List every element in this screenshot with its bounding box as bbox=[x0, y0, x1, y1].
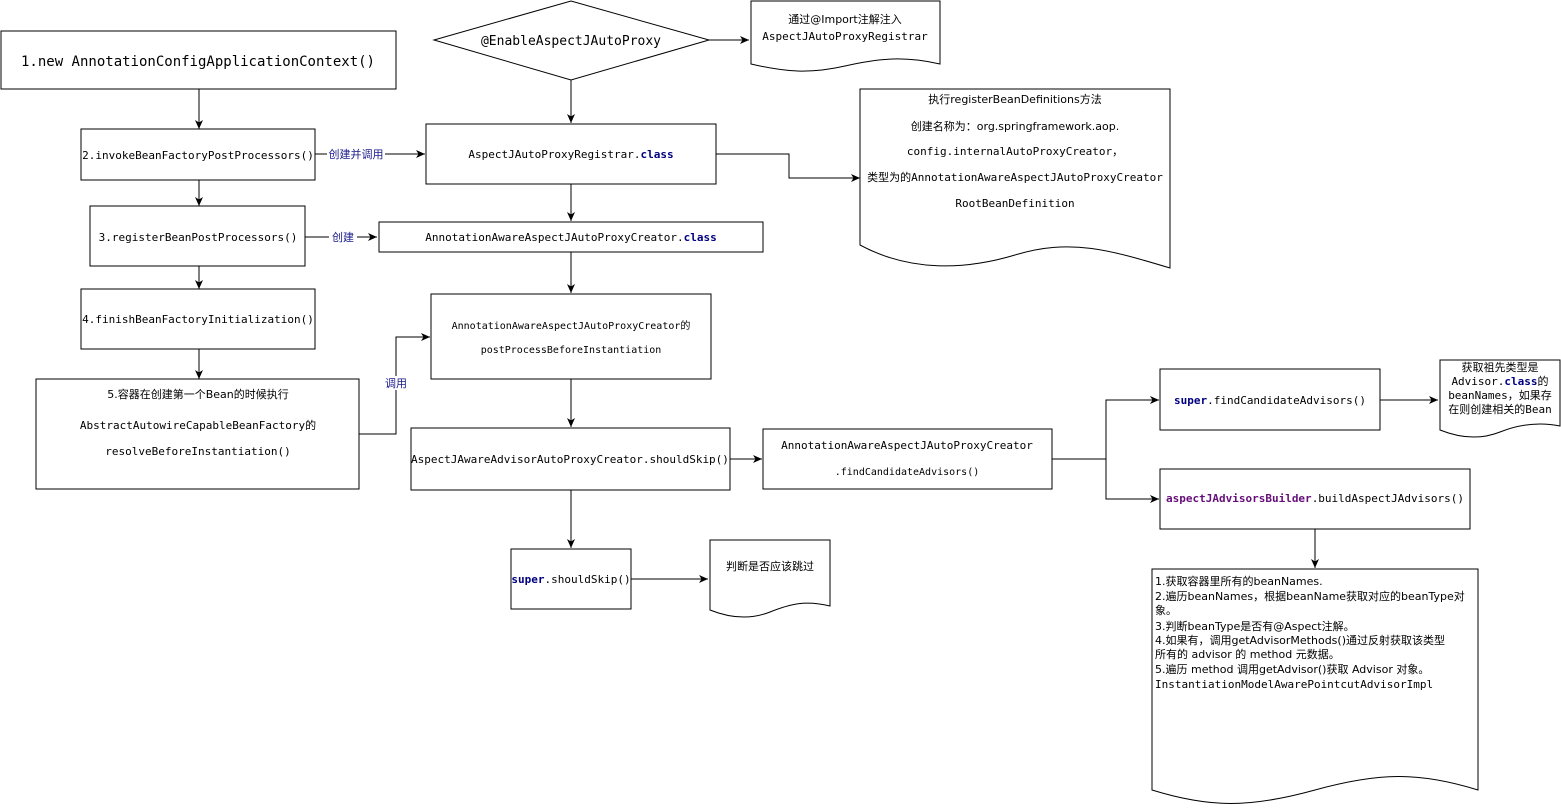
note-import-registrar: 通过@Import注解注入 AspectJAutoProxyRegistrar bbox=[750, 0, 941, 72]
node-label: 5.容器在创建第一个Bean的时候执行 bbox=[107, 387, 289, 401]
node-label: 3.registerBeanPostProcessors() bbox=[99, 231, 298, 244]
edge-label-text: 创建并调用 bbox=[329, 147, 384, 161]
note-line: 2.遍历beanNames，根据beanName获取对应的beanType对 bbox=[1155, 589, 1465, 603]
node-label: 4.finishBeanFactoryInitialization() bbox=[82, 313, 314, 326]
node-should-skip: AspectJAwareAdvisorAutoProxyCreator.shou… bbox=[410, 427, 731, 491]
note-line: AspectJAutoProxyRegistrar bbox=[762, 30, 928, 43]
note-line: 判断是否应该跳过 bbox=[726, 559, 814, 573]
node-label: AbstractAutowireCapableBeanFactory的 bbox=[80, 418, 316, 432]
node-label: AnnotationAwareAspectJAutoProxyCreator.c… bbox=[425, 231, 716, 244]
note-ancestor-advisor: 获取祖先类型是 Advisor.class的 beanNames，如果存 在则创… bbox=[1439, 359, 1561, 438]
note-line: 3.判断beanType是否有@Aspect注解。 bbox=[1155, 619, 1355, 633]
note-line: beanNames，如果存 bbox=[1448, 388, 1552, 402]
note-line: 所有的 advisor 的 method 元数据。 bbox=[1155, 647, 1340, 661]
edge-label-create-and-invoke: 创建并调用 bbox=[327, 147, 385, 161]
node-label: super.shouldSkip() bbox=[511, 573, 630, 586]
node-label: AspectJAwareAdvisorAutoProxyCreator.shou… bbox=[411, 453, 729, 466]
note-line: Advisor.class的 bbox=[1451, 374, 1548, 388]
note-should-skip: 判断是否应该跳过 bbox=[709, 539, 831, 618]
note-line: 5.遍历 method 调用getAdvisor()获取 Advisor 对象。 bbox=[1155, 662, 1429, 676]
node-super-should-skip: super.shouldSkip() bbox=[510, 548, 632, 610]
node-first-bean-creation: 5.容器在创建第一个Bean的时候执行 AbstractAutowireCapa… bbox=[35, 378, 360, 490]
note-line: 创建名称为：org.springframework.aop. bbox=[911, 119, 1119, 133]
node-invoke-bfpp: 2.invokeBeanFactoryPostProcessors() bbox=[80, 128, 316, 181]
edge-registrar-to-defs-note bbox=[716, 153, 860, 182]
note-build-steps: 1.获取容器里所有的beanNames. 2.遍历beanNames，根据bea… bbox=[1151, 568, 1479, 804]
node-register-bpp: 3.registerBeanPostProcessors() bbox=[89, 205, 306, 267]
note-line: 象。 bbox=[1155, 604, 1177, 617]
node-label: resolveBeforeInstantiation() bbox=[105, 445, 290, 458]
node-super-find-candidate-advisors: super.findCandidateAdvisors() bbox=[1159, 368, 1381, 431]
note-line: 通过@Import注解注入 bbox=[788, 12, 902, 26]
edge-label-create: 创建 bbox=[329, 230, 357, 244]
note-line: config.internalAutoProxyCreator， bbox=[907, 145, 1123, 158]
node-label: AnnotationAwareAspectJAutoProxyCreator bbox=[781, 439, 1033, 452]
edge-label-text: 调用 bbox=[385, 377, 407, 390]
edge-label-text: 创建 bbox=[332, 230, 354, 244]
node-label: AnnotationAwareAspectJAutoProxyCreator的 bbox=[452, 319, 691, 332]
node-label: 1.new AnnotationConfigApplicationContext… bbox=[21, 54, 375, 70]
note-line: 执行registerBeanDefinitions方法 bbox=[928, 92, 1101, 106]
node-label: 2.invokeBeanFactoryPostProcessors() bbox=[82, 149, 314, 162]
node-build-aspectj-advisors: aspectJAdvisorsBuilder.buildAspectJAdvis… bbox=[1159, 468, 1471, 530]
edge-find-to-superfind bbox=[1052, 396, 1159, 460]
node-find-candidate-advisors: AnnotationAwareAspectJAutoProxyCreator .… bbox=[762, 428, 1053, 490]
note-line: 类型为的AnnotationAwareAspectJAutoProxyCreat… bbox=[867, 170, 1163, 184]
edge-find-to-builder bbox=[1105, 459, 1159, 503]
note-line: 获取祖先类型是 bbox=[1462, 360, 1539, 374]
note-line: 4.如果有，调用getAdvisorMethods()通过反射获取该类型 bbox=[1155, 633, 1445, 647]
node-label: .findCandidateAdvisors() bbox=[835, 467, 980, 478]
node-label: postProcessBeforeInstantiation bbox=[481, 345, 662, 356]
node-label: AspectJAutoProxyRegistrar.class bbox=[468, 148, 673, 161]
edge-label-invoke: 调用 bbox=[382, 376, 410, 390]
node-enable-aspectj-decision: @EnableAspectJAutoProxy bbox=[432, 0, 711, 81]
note-line: 1.获取容器里所有的beanNames. bbox=[1155, 574, 1323, 588]
node-new-context: 1.new AnnotationConfigApplicationContext… bbox=[0, 30, 397, 90]
note-line: 在则创建相关的Bean bbox=[1448, 402, 1552, 416]
node-post-process-before-instantiation: AnnotationAwareAspectJAutoProxyCreator的 … bbox=[430, 293, 712, 380]
node-label: super.findCandidateAdvisors() bbox=[1174, 394, 1366, 407]
note-register-bean-definitions: 执行registerBeanDefinitions方法 创建名称为：org.sp… bbox=[859, 88, 1171, 269]
node-label: @EnableAspectJAutoProxy bbox=[481, 34, 661, 49]
node-label: aspectJAdvisorsBuilder.buildAspectJAdvis… bbox=[1166, 492, 1464, 505]
node-finish-init: 4.finishBeanFactoryInitialization() bbox=[80, 288, 316, 350]
node-registrar-class: AspectJAutoProxyRegistrar.class bbox=[425, 123, 717, 185]
note-line: RootBeanDefinition bbox=[955, 197, 1074, 210]
node-creator-class: AnnotationAwareAspectJAutoProxyCreator.c… bbox=[378, 221, 764, 253]
note-line: InstantiationModelAwarePointcutAdvisorIm… bbox=[1155, 678, 1433, 691]
edges bbox=[195, 36, 1438, 583]
